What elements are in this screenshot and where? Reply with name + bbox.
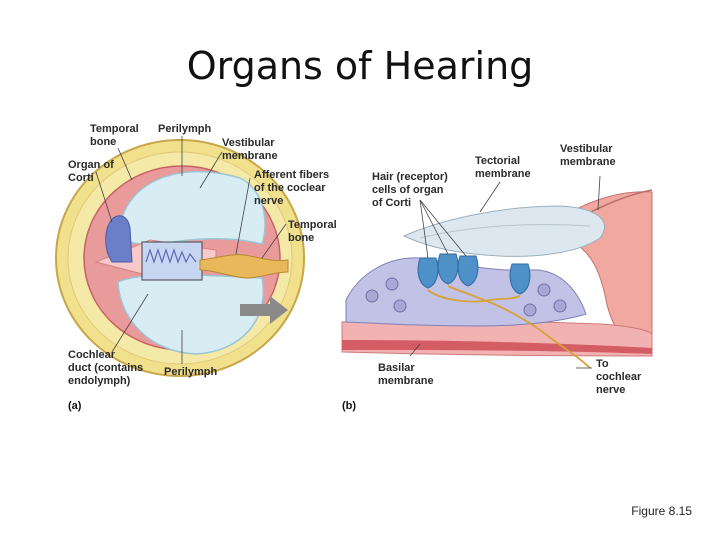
cell-nucleus xyxy=(537,283,551,297)
label-afferent-fibers-2: of the coclear xyxy=(254,182,326,194)
nerve-bundle xyxy=(199,254,289,279)
label-hair-cells: Hair (receptor) xyxy=(372,171,448,183)
tectorial-membrane-b xyxy=(402,205,605,257)
panel-a-leaders xyxy=(95,136,287,364)
label-cochlear-duct-2: duct (contains xyxy=(68,362,143,374)
organ-of-corti-detail xyxy=(341,189,653,369)
label-tectorial-membrane-2: membrane xyxy=(475,168,531,180)
label-temporal-bone-right-2: bone xyxy=(288,232,314,244)
label-to-cochlear-nerve-2: cochlear xyxy=(596,371,642,383)
label-perilymph-top: Perilymph xyxy=(158,123,211,135)
hair-cell-b xyxy=(509,263,531,295)
label-to-cochlear-nerve-3: nerve xyxy=(596,384,625,396)
label-cochlear-duct: Cochlear xyxy=(68,349,116,361)
direction-arrow xyxy=(240,296,288,324)
label-afferent-fibers: Afferent fibers xyxy=(254,169,329,181)
cell-nucleus xyxy=(385,277,399,291)
hair-cells-a xyxy=(145,248,197,264)
label-afferent-fibers-3: nerve xyxy=(254,195,283,207)
panel-a-tag: (a) xyxy=(68,400,82,412)
figure-caption: Figure 8.15 xyxy=(631,504,692,518)
organ-of-corti-a xyxy=(105,215,133,263)
label-vestibular-membrane-2: membrane xyxy=(222,150,278,162)
basilar-membrane-band xyxy=(342,340,652,354)
nerve-fibers-b xyxy=(427,285,591,369)
cell-nucleus xyxy=(393,299,407,313)
zoom-box xyxy=(141,241,203,281)
scala-vestibuli xyxy=(117,170,266,247)
cell-nucleus xyxy=(365,289,379,303)
label-perilymph-bottom: Perilymph xyxy=(164,366,217,378)
hair-cell-b xyxy=(437,253,459,285)
hair-cell-b xyxy=(457,255,479,287)
cell-nucleus xyxy=(553,299,567,313)
panel-b-tag: (b) xyxy=(342,400,356,412)
label-hair-cells-2: cells of organ xyxy=(372,184,444,196)
label-tectorial-membrane: Tectorial xyxy=(475,155,520,167)
label-cochlear-duct-3: endolymph) xyxy=(68,375,131,387)
label-vestibular-membrane-b: Vestibular xyxy=(560,143,613,155)
cell-nucleus xyxy=(523,303,537,317)
tectorial-membrane-fibers xyxy=(419,224,591,239)
panel-b-labels: Tectorial membrane Vestibular membrane H… xyxy=(342,143,642,412)
cochlea-cross-section xyxy=(55,139,305,377)
label-temporal-bone: Temporal xyxy=(90,123,139,135)
panel-b-leaders xyxy=(409,175,601,369)
label-basilar-membrane: Basilar xyxy=(378,362,415,374)
label-temporal-bone-2: bone xyxy=(90,136,116,148)
label-organ-of-corti-2: Corti xyxy=(68,172,94,184)
label-temporal-bone-right: Temporal xyxy=(288,219,337,231)
label-organ-of-corti: Organ of xyxy=(68,159,114,171)
slide-title: Organs of Hearing xyxy=(186,44,534,88)
label-vestibular-membrane: Vestibular xyxy=(222,137,275,149)
label-to-cochlear-nerve: To xyxy=(596,358,609,370)
label-hair-cells-3: of Corti xyxy=(372,197,411,209)
label-basilar-membrane-2: membrane xyxy=(378,375,434,387)
label-vestibular-membrane-b-2: membrane xyxy=(560,156,616,168)
panel-a-labels: Temporal bone Perilymph Vestibular membr… xyxy=(68,123,337,412)
